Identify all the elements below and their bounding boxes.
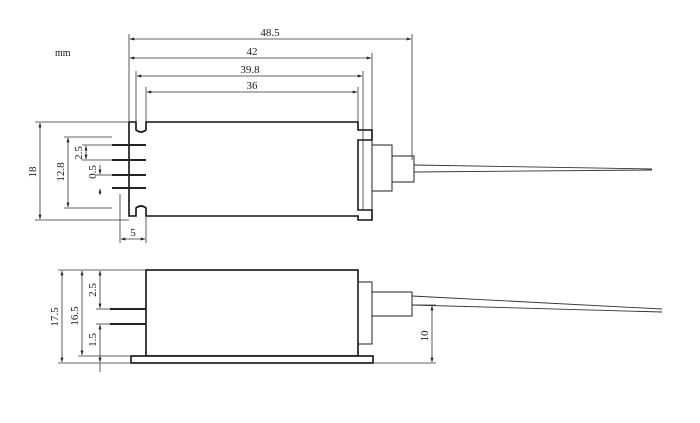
top-dim-core: 36 bbox=[145, 80, 359, 122]
side-view: 17.5 16.5 2.5 1.5 10 bbox=[49, 269, 663, 372]
dim-bottom-gap: 1.5 bbox=[87, 333, 99, 347]
top-dim-overall: 48.5 bbox=[128, 27, 413, 160]
dim-pin-height: 16.5 bbox=[69, 306, 81, 326]
top-view-pins bbox=[112, 144, 146, 189]
side-dim-pin-height: 16.5 bbox=[69, 270, 131, 357]
side-dim-top-gap: 2.5 bbox=[87, 270, 110, 310]
top-view-fiber-sleeve bbox=[391, 155, 415, 183]
dim-pin-gap: 0.5 bbox=[87, 165, 99, 179]
top-dim-pin-gap: 0.5 bbox=[87, 165, 112, 195]
dim-top-height: 18 bbox=[27, 166, 39, 178]
side-dim-fiber-height: 10 bbox=[373, 304, 436, 364]
top-view-body bbox=[128, 121, 373, 221]
side-view-flange bbox=[357, 281, 373, 345]
dim-fiber-height: 10 bbox=[419, 330, 431, 342]
unit-label: mm bbox=[55, 48, 71, 59]
top-view-fiber bbox=[413, 164, 653, 170]
dim-inner-length: 39.8 bbox=[240, 64, 260, 76]
side-view-body bbox=[145, 269, 359, 357]
top-dim-pin-pitch: 2.5 bbox=[73, 144, 112, 161]
top-view-flange bbox=[357, 139, 373, 211]
top-dim-body: 42 bbox=[129, 46, 373, 130]
top-dim-height: 18 bbox=[27, 121, 129, 221]
dim-body-length: 42 bbox=[247, 46, 258, 58]
top-view-fiber-boot bbox=[371, 144, 393, 192]
dim-pin-pitch: 2.5 bbox=[73, 146, 85, 160]
dim-overall-length: 48.5 bbox=[260, 27, 280, 39]
top-dim-pin-span: 12.8 bbox=[55, 136, 112, 209]
side-dim-height: 17.5 bbox=[49, 269, 146, 364]
dim-top-gap: 2.5 bbox=[87, 283, 99, 297]
side-view-pins bbox=[110, 308, 146, 325]
side-dim-bottom-gap: 1.5 bbox=[87, 323, 110, 372]
side-view-base bbox=[130, 355, 374, 364]
side-view-fiber-boot bbox=[371, 291, 413, 317]
dim-side-height: 17.5 bbox=[49, 307, 61, 327]
dim-pin-offset: 5 bbox=[130, 227, 136, 239]
side-view-fiber bbox=[411, 295, 663, 310]
top-dim-inner: 39.8 bbox=[135, 64, 364, 140]
top-view: 48.5 42 39.8 36 18 bbox=[27, 27, 653, 243]
dim-pin-span: 12.8 bbox=[55, 162, 67, 182]
top-dim-pin-offset: 5 bbox=[119, 194, 147, 243]
dim-core-length: 36 bbox=[247, 80, 259, 92]
